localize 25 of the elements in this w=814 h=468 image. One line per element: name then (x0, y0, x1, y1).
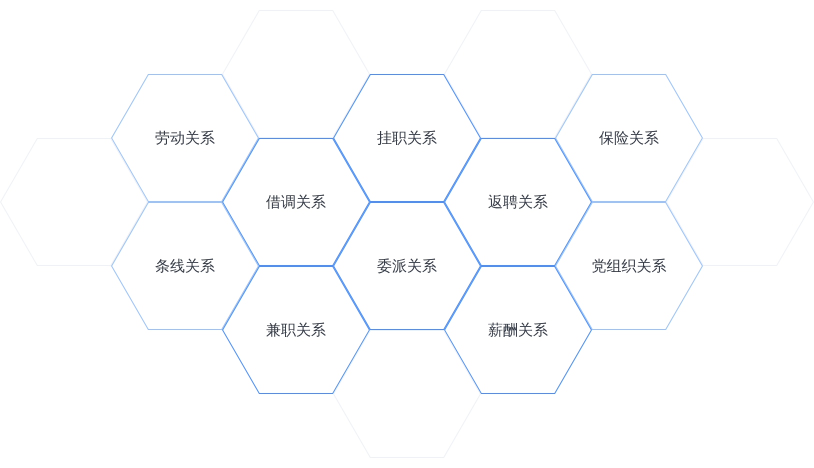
hexagon-tile (333, 202, 481, 330)
tile-label: 返聘关系 (488, 192, 548, 212)
hexagon-tile (555, 74, 703, 202)
tile-label: 挂职关系 (377, 128, 437, 148)
hexagon-tile (222, 138, 370, 266)
tile-label: 兼职关系 (266, 320, 326, 340)
hexagon-tile (333, 330, 481, 458)
tile-label: 条线关系 (155, 256, 215, 276)
hexagon-tile (333, 74, 481, 202)
hexagon-tile (555, 202, 703, 330)
hexagon-tile (111, 202, 259, 330)
hexagon-tile (444, 266, 592, 394)
tile-label: 薪酬关系 (488, 320, 548, 340)
hexagon-tile (111, 74, 259, 202)
tile-label: 委派关系 (377, 256, 437, 276)
hexagon-tile (444, 10, 592, 138)
hexagon-tile (222, 10, 370, 138)
tile-label: 保险关系 (599, 128, 659, 148)
tile-label: 党组织关系 (592, 256, 666, 276)
hexagon-tile (666, 138, 814, 266)
tile-label: 借调关系 (266, 192, 326, 212)
hexagon-tile (0, 138, 148, 266)
hexagon-tile (222, 266, 370, 394)
tile-label: 劳动关系 (155, 128, 215, 148)
hexagon-tile (444, 138, 592, 266)
